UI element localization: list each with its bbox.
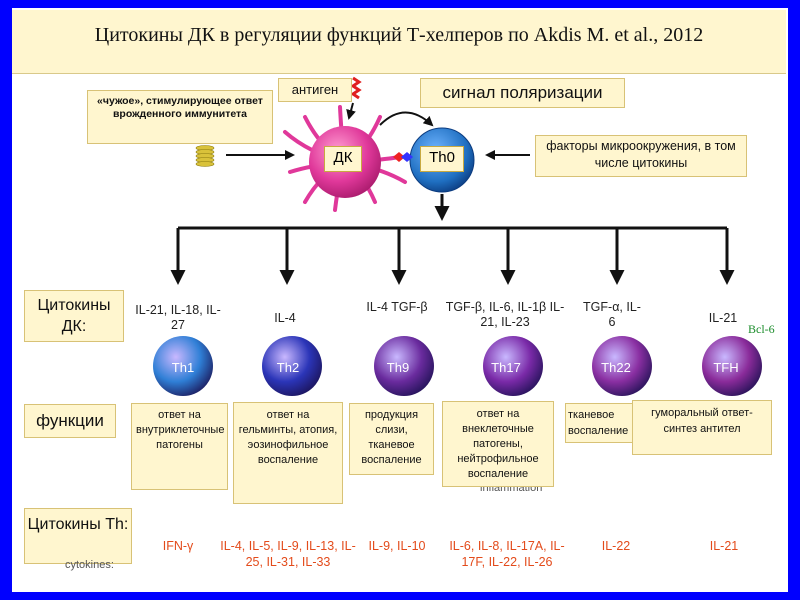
dc-cytokines-tfh: IL-21 — [708, 311, 738, 325]
cell-th17 — [483, 336, 543, 396]
cell-th9 — [374, 336, 434, 396]
cell-name-th17: Th17 — [491, 360, 521, 375]
synapse-mark-red — [393, 152, 405, 162]
dc-cytokines-th22: TGF-α, IL-6 — [583, 300, 641, 329]
cell-name-th1: Th1 — [171, 360, 195, 375]
function-box-th17: ответ на внеклеточные патогены, нейтрофи… — [442, 401, 554, 487]
th-cytokines-th1: IFN-γ — [162, 539, 194, 553]
cell-name-th2: Th2 — [276, 360, 300, 375]
page-title: Цитокины ДК в регуляции функций Т-хелпер… — [94, 24, 704, 46]
antigen-arrow — [346, 102, 356, 120]
cell-name-th22: Th22 — [601, 360, 631, 375]
bcl6-label: Bcl-6 — [748, 322, 775, 336]
function-box-tfh: гуморальный ответ-синтез антител — [632, 400, 772, 455]
dc-cytokines-th1: IL-21, IL-18, IL-27 — [135, 303, 221, 332]
th-cytokines-th9: IL-9, IL-10 — [368, 539, 426, 553]
antigen-label: антиген — [278, 78, 352, 102]
stimulus-coil-4 — [195, 161, 215, 167]
cell-th2 — [262, 336, 322, 396]
th-cytokines-tfh: IL-21 — [709, 539, 739, 553]
cell-name-th9: Th9 — [386, 360, 410, 375]
row-label-dc-cytokines: Цитокины ДК: — [24, 290, 124, 342]
th-cytokines-th2: IL-4, IL-5, IL-9, IL-13, IL-25, IL-31, I… — [220, 539, 356, 569]
row-label-th-cytokines: Цитокины Th: — [24, 508, 132, 564]
cytokines-en-note: cytokines: — [65, 559, 114, 571]
dc-cytokines-th2: IL-4 — [274, 311, 296, 325]
cell-th1 — [153, 336, 213, 396]
antigen-squiggle — [350, 76, 362, 100]
foreign-stimulus-box: «чужое», стимулирующее ответ врожденного… — [87, 90, 273, 144]
th-cytokines-th17: IL-6, IL-8, IL-17A, IL-17F, IL-22, IL-26 — [449, 539, 565, 569]
function-box-th9: продукция слизи, тканевое воспаление — [349, 403, 434, 475]
cell-name-tfh: TFH — [713, 360, 739, 375]
cell-th22 — [592, 336, 652, 396]
th0-cell-label: Th0 — [420, 146, 464, 172]
th-cytokines-th22: IL-22 — [601, 539, 631, 553]
polarization-signal-label: сигнал поляризации — [420, 78, 625, 108]
polarization-arrow — [379, 111, 434, 127]
synapse-mark-blue — [401, 152, 413, 162]
row-label-functions: функции — [24, 404, 116, 438]
microenvironment-box: факторы микроокружения, в том числе цито… — [535, 135, 747, 177]
dc-cytokines-th17: TGF-β, IL-6, IL-1β IL-21, IL-23 — [445, 300, 565, 329]
function-box-th1: ответ на внутриклеточные патогены — [131, 403, 228, 490]
dc-cytokines-th9: IL-4 TGF-β — [366, 300, 428, 314]
title-box: Цитокины ДК в регуляции функций Т-хелпер… — [12, 10, 786, 74]
cell-tfh — [702, 336, 762, 396]
dc-cell-label: ДК — [324, 146, 362, 172]
function-box-th2: ответ на гельминты, атопия, эозинофильно… — [233, 402, 343, 504]
